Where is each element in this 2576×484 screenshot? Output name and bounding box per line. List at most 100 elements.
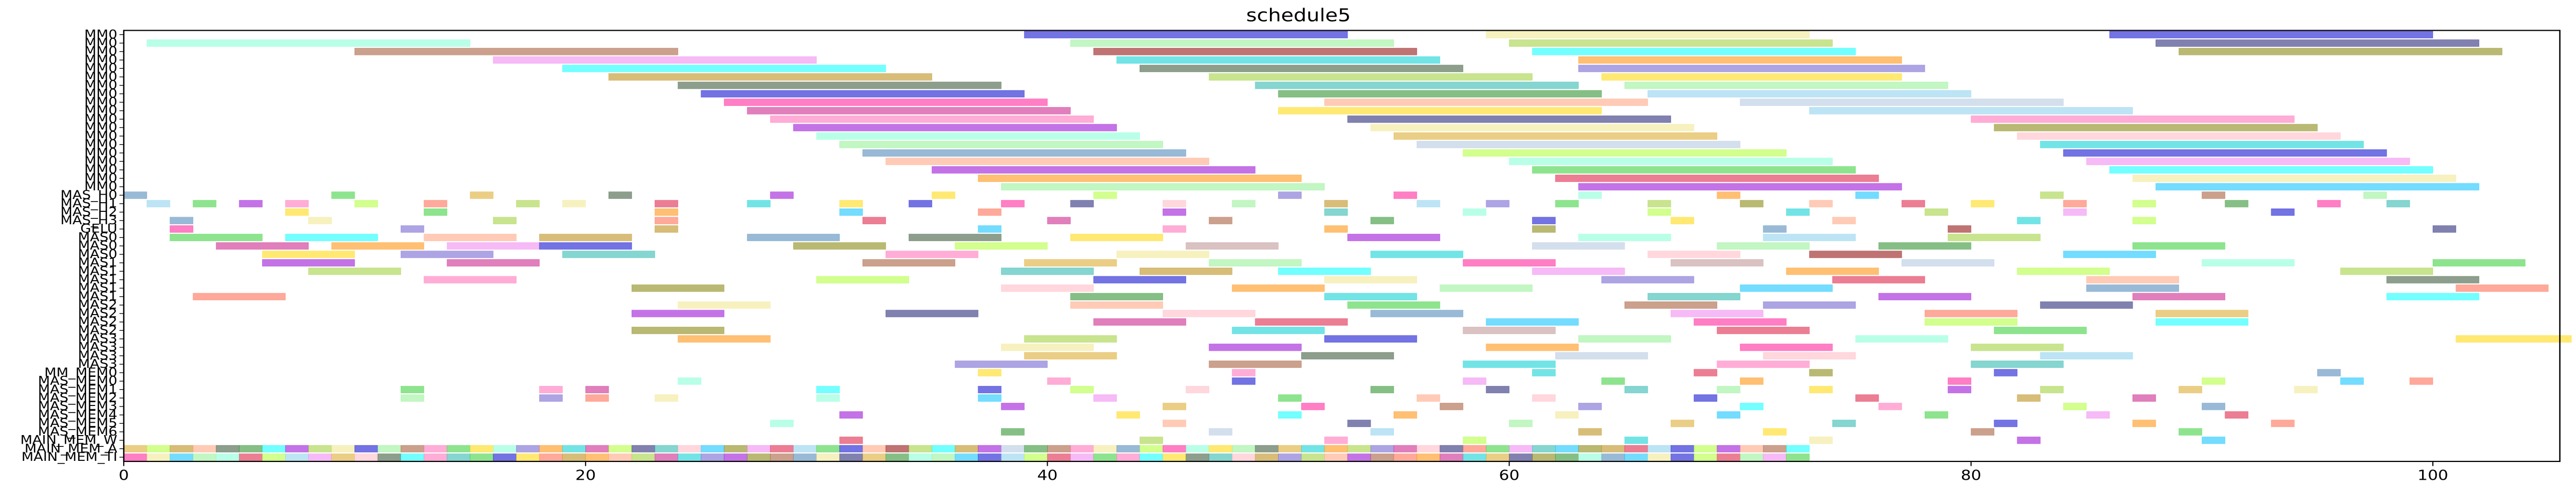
gantt-bar — [170, 217, 194, 225]
gantt-bar — [1740, 200, 1764, 208]
gantt-bar — [1809, 436, 1833, 444]
gantt-bar — [447, 242, 540, 250]
gantt-bar — [1555, 174, 1879, 182]
gantt-bar — [770, 453, 794, 461]
gantt-bar — [2086, 411, 2110, 419]
gantt-bar — [123, 453, 147, 461]
gantt-bar — [1786, 453, 1810, 461]
gantt-bar — [1693, 445, 1718, 453]
gantt-bar — [1255, 445, 1279, 453]
gantt-bar — [1763, 445, 1787, 453]
gantt-bar — [2063, 200, 2087, 208]
gantt-bar — [1416, 394, 1441, 402]
gantt-bar — [1001, 428, 1025, 436]
y-tick-label: MM0 — [84, 154, 117, 168]
gantt-bar — [1855, 191, 1879, 199]
gantt-bar — [2455, 284, 2549, 292]
gantt-bar — [354, 445, 378, 453]
gantt-bar — [2063, 149, 2387, 157]
gantt-bar — [1740, 377, 1764, 385]
gantt-bar — [1370, 124, 1695, 132]
gantt-bar — [400, 453, 425, 461]
gantt-bar — [1093, 394, 1117, 402]
y-tick-label: MM0 — [84, 137, 117, 151]
gantt-bar — [1393, 411, 1417, 419]
gantt-bar — [1209, 360, 1302, 368]
y-tick-label: MM0 — [84, 53, 117, 67]
gantt-bar — [285, 445, 309, 453]
gantt-bar — [2086, 158, 2410, 166]
gantt-bar — [1670, 259, 1764, 267]
gantt-bar — [216, 445, 240, 453]
y-tick-label: MM0 — [84, 120, 117, 134]
gantt-bar — [931, 445, 956, 453]
gantt-bar — [447, 259, 540, 267]
gantt-bar — [146, 200, 171, 208]
gantt-bar — [1324, 335, 1417, 343]
gantt-bar — [839, 208, 863, 216]
gantt-bar — [978, 453, 1002, 461]
gantt-bar — [1093, 191, 1117, 199]
gantt-bar — [816, 445, 840, 453]
y-tick-label: MAS_MEM2 — [38, 391, 117, 405]
gantt-bar — [2271, 208, 2295, 216]
gantt-bar — [724, 453, 748, 461]
gantt-bar — [1416, 453, 1441, 461]
gantt-bar — [2432, 225, 2457, 233]
gantt-bar — [1786, 208, 1810, 216]
gantt-bar — [793, 242, 886, 250]
gantt-bar — [377, 445, 401, 453]
gantt-bar — [1209, 217, 1233, 225]
gantt-bar — [1070, 445, 1094, 453]
gantt-bar — [2132, 419, 2156, 428]
gantt-bar — [1532, 267, 1625, 275]
gantt-bar — [1532, 369, 1556, 376]
gantt-bar — [1139, 453, 1163, 461]
gantt-bar — [1578, 233, 1671, 241]
gantt-bar — [2386, 293, 2480, 301]
gantt-bar — [1994, 124, 2318, 132]
gantt-bar — [1647, 208, 1671, 216]
gantt-bar — [955, 445, 979, 453]
gantt-bar — [1278, 394, 1302, 402]
gantt-bar — [1162, 445, 1187, 453]
gantt-bar — [747, 106, 1071, 115]
gantt-bar — [1301, 453, 1325, 461]
gantt-bar — [1463, 208, 1487, 216]
gantt-bar — [447, 453, 471, 461]
gantt-bar — [816, 453, 840, 461]
gantt-bar — [978, 386, 1002, 394]
gantt-bar — [1717, 191, 1741, 199]
gantt-bar — [239, 453, 263, 461]
gantt-bar — [585, 394, 609, 402]
gantt-bar — [1139, 445, 1163, 453]
gantt-bar — [1924, 318, 2018, 326]
gantt-bar — [2225, 411, 2249, 419]
y-tick-label: MM0 — [84, 87, 117, 101]
gantt-bar — [2386, 200, 2410, 208]
gantt-bar — [1693, 369, 1718, 376]
gantt-bar — [2455, 335, 2572, 343]
y-tick-label: MM0 — [84, 44, 117, 58]
gantt-bar — [1370, 453, 1394, 461]
gantt-bar — [1463, 445, 1487, 453]
y-tick-label: MAS_H2 — [60, 205, 117, 219]
gantt-bar — [1232, 284, 1325, 292]
gantt-bar — [400, 225, 425, 233]
gantt-bar — [1047, 377, 1071, 385]
gantt-bar — [1162, 200, 1187, 208]
gantt-bar — [1116, 56, 1441, 64]
gantt-bar — [608, 73, 933, 81]
gantt-bar — [724, 98, 1048, 106]
gantt-bar — [1185, 242, 1279, 250]
y-tick-label: MAS3 — [78, 357, 117, 371]
gantt-bar — [1647, 293, 1741, 301]
gantt-bar — [1509, 158, 1833, 166]
gantt-bar — [2063, 208, 2087, 216]
gantt-bar — [1324, 225, 1348, 233]
gantt-bar — [2109, 166, 2433, 174]
plot-frame — [123, 30, 2561, 462]
gantt-bar — [1670, 419, 1695, 428]
gantt-bar — [1162, 225, 1187, 233]
gantt-bar — [1578, 65, 1925, 73]
